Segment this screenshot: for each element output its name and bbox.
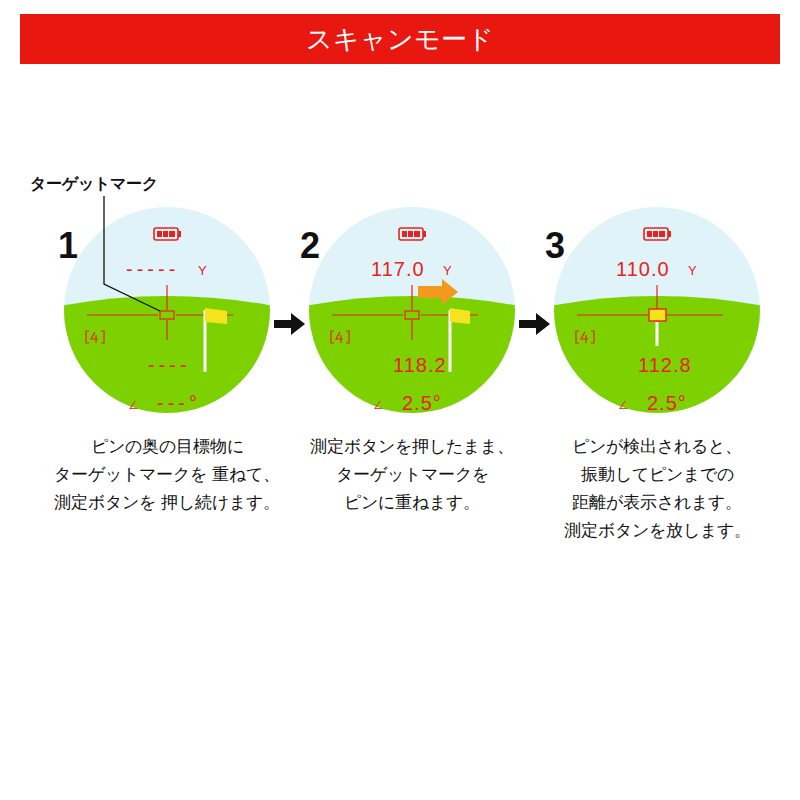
title-bar xyxy=(20,14,780,64)
display-reading: ----- xyxy=(126,259,179,279)
display-reading: 2.5° xyxy=(402,393,442,413)
step-caption: 測定ボタンを押したまま、 ターゲットマークを ピンに重ねます。 xyxy=(292,432,532,516)
display-reading: ∠ xyxy=(618,398,630,411)
display-reading: 112.8 xyxy=(638,355,692,375)
step-number: 1 xyxy=(58,228,78,264)
step-caption: ピンの奥の目標物に ターゲットマークを 重ねて、測定ボタンを 押し続けます。 xyxy=(47,432,287,516)
display-reading: ---° xyxy=(157,393,201,413)
step-arrow xyxy=(519,313,550,335)
display-reading: 2.5° xyxy=(647,393,687,413)
display-reading: 117.0 xyxy=(371,259,425,279)
display-reading: Y xyxy=(443,264,453,277)
viewfinder xyxy=(60,207,274,420)
viewfinder-display: 110.0 Y 112.8 ∠ 2.5° xyxy=(554,207,760,413)
viewfinder-display: 117.0 Y 118.2 ∠ 2.5° xyxy=(309,207,515,413)
viewfinder xyxy=(305,207,519,420)
title: スキャンモード xyxy=(20,14,780,64)
viewfinder xyxy=(550,207,764,420)
display-reading: ---- xyxy=(148,355,191,375)
display-reading: Y xyxy=(198,264,208,277)
step-caption: ピンが検出されると、 振動してピンまでの 距離が表示されます。 測定ボタンを放し… xyxy=(537,432,777,544)
display-reading: 110.0 xyxy=(616,259,670,279)
display-reading: ∠ xyxy=(128,398,140,411)
callout-label: ターゲットマーク xyxy=(30,176,158,192)
viewfinder-display: ----- Y ---- ∠ ---° xyxy=(64,207,270,413)
step-number: 3 xyxy=(545,228,565,264)
step-arrow xyxy=(274,313,305,335)
step-number: 2 xyxy=(300,228,320,264)
display-reading: Y xyxy=(688,264,698,277)
display-reading: ∠ xyxy=(373,398,385,411)
display-reading: 118.2 xyxy=(393,355,447,375)
